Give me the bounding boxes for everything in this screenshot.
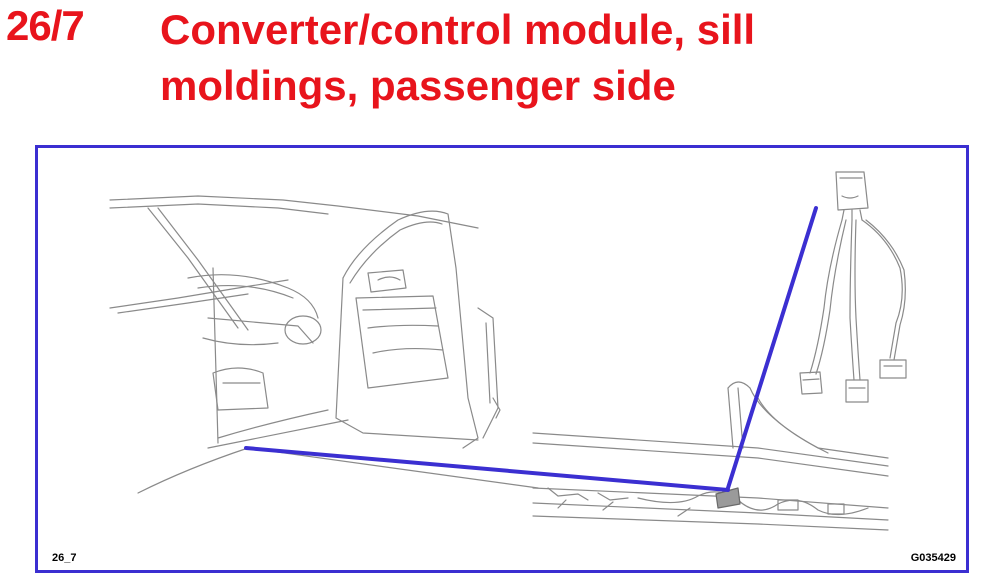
converter-module-drawing: [799, 171, 907, 403]
module-location-drawing: [715, 487, 741, 509]
sill-molding-drawing: [532, 381, 889, 531]
car-body-drawing: [109, 195, 501, 449]
figure-ref-left: 26_7: [52, 552, 77, 564]
figure-ref-right: G035429: [910, 552, 956, 564]
page-title: Converter/control module, sill moldings,…: [160, 6, 756, 109]
section-number: 26/7: [6, 2, 85, 49]
leader-line-sill-to-module: [726, 206, 818, 490]
illustration: [109, 171, 907, 531]
leader-line-door-to-sill: [244, 446, 730, 492]
floor-lines-drawing: [137, 447, 539, 494]
illustration-frame: 26_7 G035429: [35, 145, 969, 573]
